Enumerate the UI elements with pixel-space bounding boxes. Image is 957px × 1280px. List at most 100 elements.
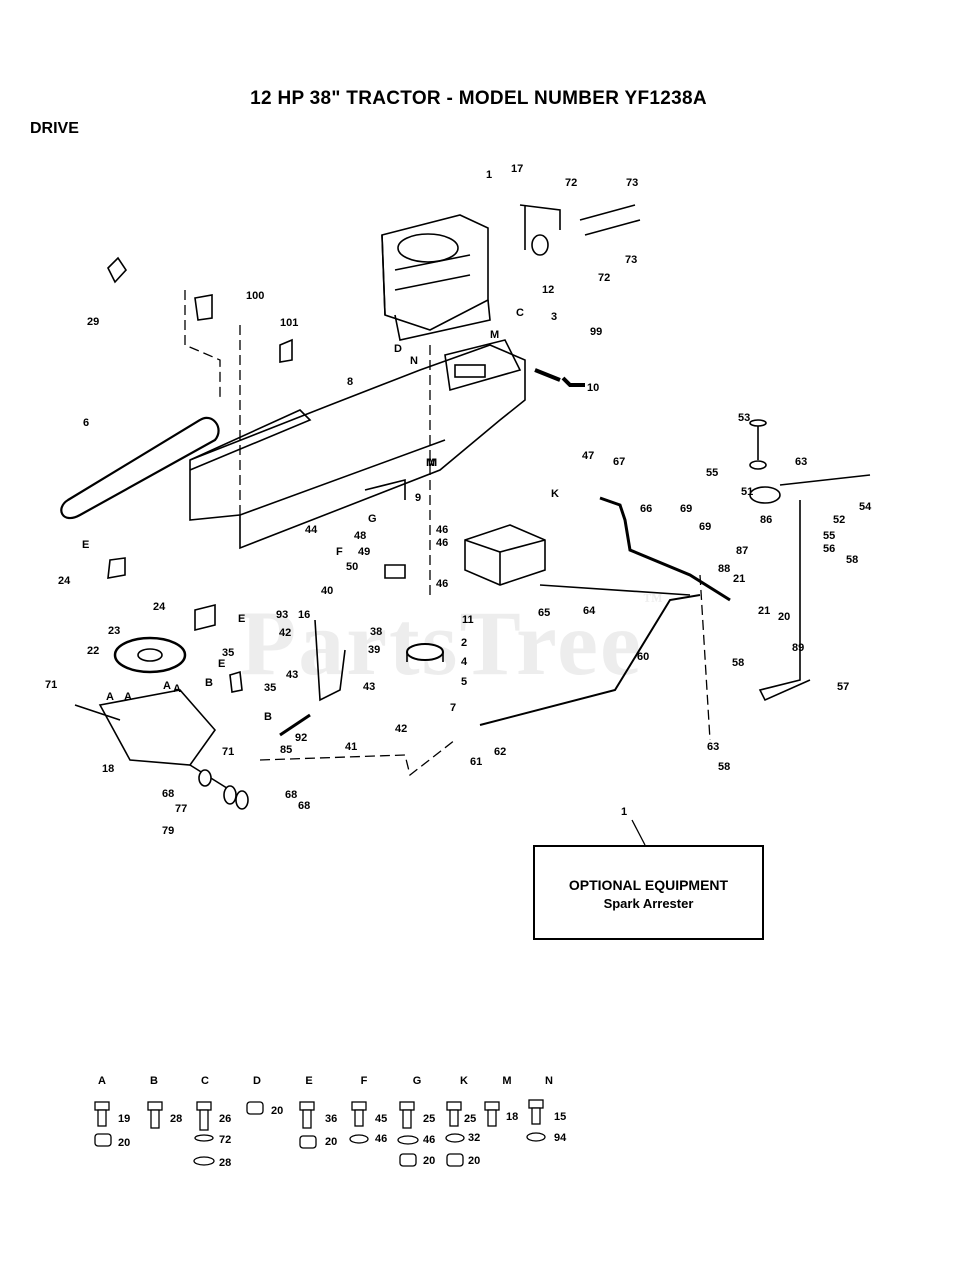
hardware-ref: 28 — [219, 1157, 232, 1169]
callout-label: 39 — [368, 644, 380, 656]
callout-label: M — [490, 329, 499, 341]
callout-label: 63 — [795, 456, 807, 468]
callout-label: 43 — [363, 681, 375, 693]
frame-part — [189, 339, 526, 550]
hardware-ref: 46 — [375, 1133, 388, 1145]
hardware-letter: C — [201, 1075, 209, 1087]
hardware-letter: A — [98, 1075, 106, 1087]
hardware-ref: 45 — [375, 1113, 388, 1125]
callout-label: K — [551, 488, 559, 500]
hardware-ref: 32 — [468, 1132, 481, 1144]
callout-label: 79 — [162, 825, 174, 837]
callout-label: 71 — [45, 679, 57, 691]
callout-label: 20 — [778, 611, 790, 623]
callout-label: 58 — [732, 657, 744, 669]
hardware-ref: 19 — [118, 1113, 131, 1125]
callout-label: 24 — [153, 601, 166, 613]
hardware-letter: D — [253, 1075, 261, 1087]
callout-label: 53 — [738, 412, 750, 424]
muffler-part — [464, 524, 546, 586]
callout-label: 42 — [279, 627, 291, 639]
callout-label: 41 — [345, 741, 357, 753]
callout-label: 49 — [358, 546, 370, 558]
callout-label: B — [205, 677, 213, 689]
callout-label: 60 — [637, 651, 649, 663]
hardware-ref: 26 — [219, 1113, 232, 1125]
engine-part — [381, 214, 491, 341]
callout-label: 40 — [321, 585, 333, 597]
callout-label: M — [428, 457, 437, 469]
callout-label: 55 — [706, 467, 718, 479]
hardware-ref: 15 — [554, 1111, 567, 1123]
hardware-letter: M — [502, 1075, 512, 1087]
callout-label: E — [218, 658, 225, 670]
callout-label: 64 — [583, 605, 596, 617]
transaxle-part — [74, 689, 231, 791]
hardware-ref: 20 — [118, 1137, 131, 1149]
callout-label: 55 — [823, 530, 835, 542]
callout-label: 17 — [511, 163, 523, 175]
callout-label: 58 — [846, 554, 858, 566]
callout-label: A — [124, 691, 132, 703]
callout-label: 50 — [346, 561, 358, 573]
callout-label: 85 — [280, 744, 292, 756]
callout-label: D — [394, 343, 402, 355]
callout-label: 88 — [718, 563, 730, 575]
hardware-ref: 36 — [325, 1113, 338, 1125]
hardware-letter: E — [305, 1075, 313, 1087]
callout-label: 46 — [436, 537, 448, 549]
callout-label: G — [368, 513, 377, 525]
hardware-ref: 72 — [219, 1134, 232, 1146]
callout-label: 92 — [295, 732, 307, 744]
callout-label: C — [516, 307, 524, 319]
optional-equipment-item: Spark Arrester — [603, 896, 694, 911]
section-label: DRIVE — [30, 120, 79, 137]
callout-label: 21 — [733, 573, 745, 585]
callout-label: M — [426, 457, 435, 469]
callout-label: B — [264, 711, 272, 723]
hardware-letter: G — [412, 1075, 422, 1087]
callout-label: 65 — [538, 607, 550, 619]
pulley-part — [113, 636, 187, 674]
hardware-ref: 20 — [423, 1155, 436, 1167]
callout-label: 3 — [551, 311, 557, 323]
callout-label: 68 — [162, 788, 174, 800]
callout-label: 8 — [347, 376, 353, 388]
callout-label: 6 — [83, 417, 89, 429]
callout-label: 54 — [859, 501, 872, 513]
watermark-logo: PartsTree™ — [240, 590, 665, 694]
callout-label: E — [238, 613, 245, 625]
callout-label: 66 — [640, 503, 652, 515]
callout-label: 5 — [461, 676, 467, 688]
hardware-ref: 94 — [554, 1132, 567, 1144]
callout-label: 71 — [222, 746, 234, 758]
callout-label: 57 — [837, 681, 849, 693]
page-title: 12 HP 38" TRACTOR - MODEL NUMBER YF1238A — [250, 88, 707, 109]
callout-label: 22 — [87, 645, 99, 657]
hardware-letter: F — [360, 1075, 368, 1087]
callout-label: 44 — [305, 524, 318, 536]
callout-label: 61 — [470, 756, 482, 768]
hardware-letter: B — [150, 1075, 158, 1087]
callout-label: 77 — [175, 803, 187, 815]
callout-label: 73 — [626, 177, 638, 189]
hardware-ref: 20 — [325, 1136, 338, 1148]
callout-label: 24 — [58, 575, 71, 587]
hardware-ref: 18 — [506, 1111, 519, 1123]
callout-label: 99 — [590, 326, 602, 338]
callout-label: 51 — [741, 486, 753, 498]
callout-label: 11 — [462, 614, 474, 626]
hardware-ref: 25 — [464, 1113, 477, 1125]
callout-label: 89 — [792, 642, 804, 654]
callout-label: 43 — [286, 669, 298, 681]
callout-label: 68 — [298, 800, 310, 812]
hardware-ref: 20 — [468, 1155, 481, 1167]
hardware-ref: 28 — [170, 1113, 183, 1125]
drive-belt — [60, 416, 220, 520]
callout-label: 62 — [494, 746, 506, 758]
callout-label: 12 — [542, 284, 554, 296]
callout-label: 38 — [370, 626, 382, 638]
callout-label: 58 — [718, 761, 730, 773]
hardware-ref: 46 — [423, 1134, 436, 1146]
callout-label: 2 — [461, 637, 467, 649]
